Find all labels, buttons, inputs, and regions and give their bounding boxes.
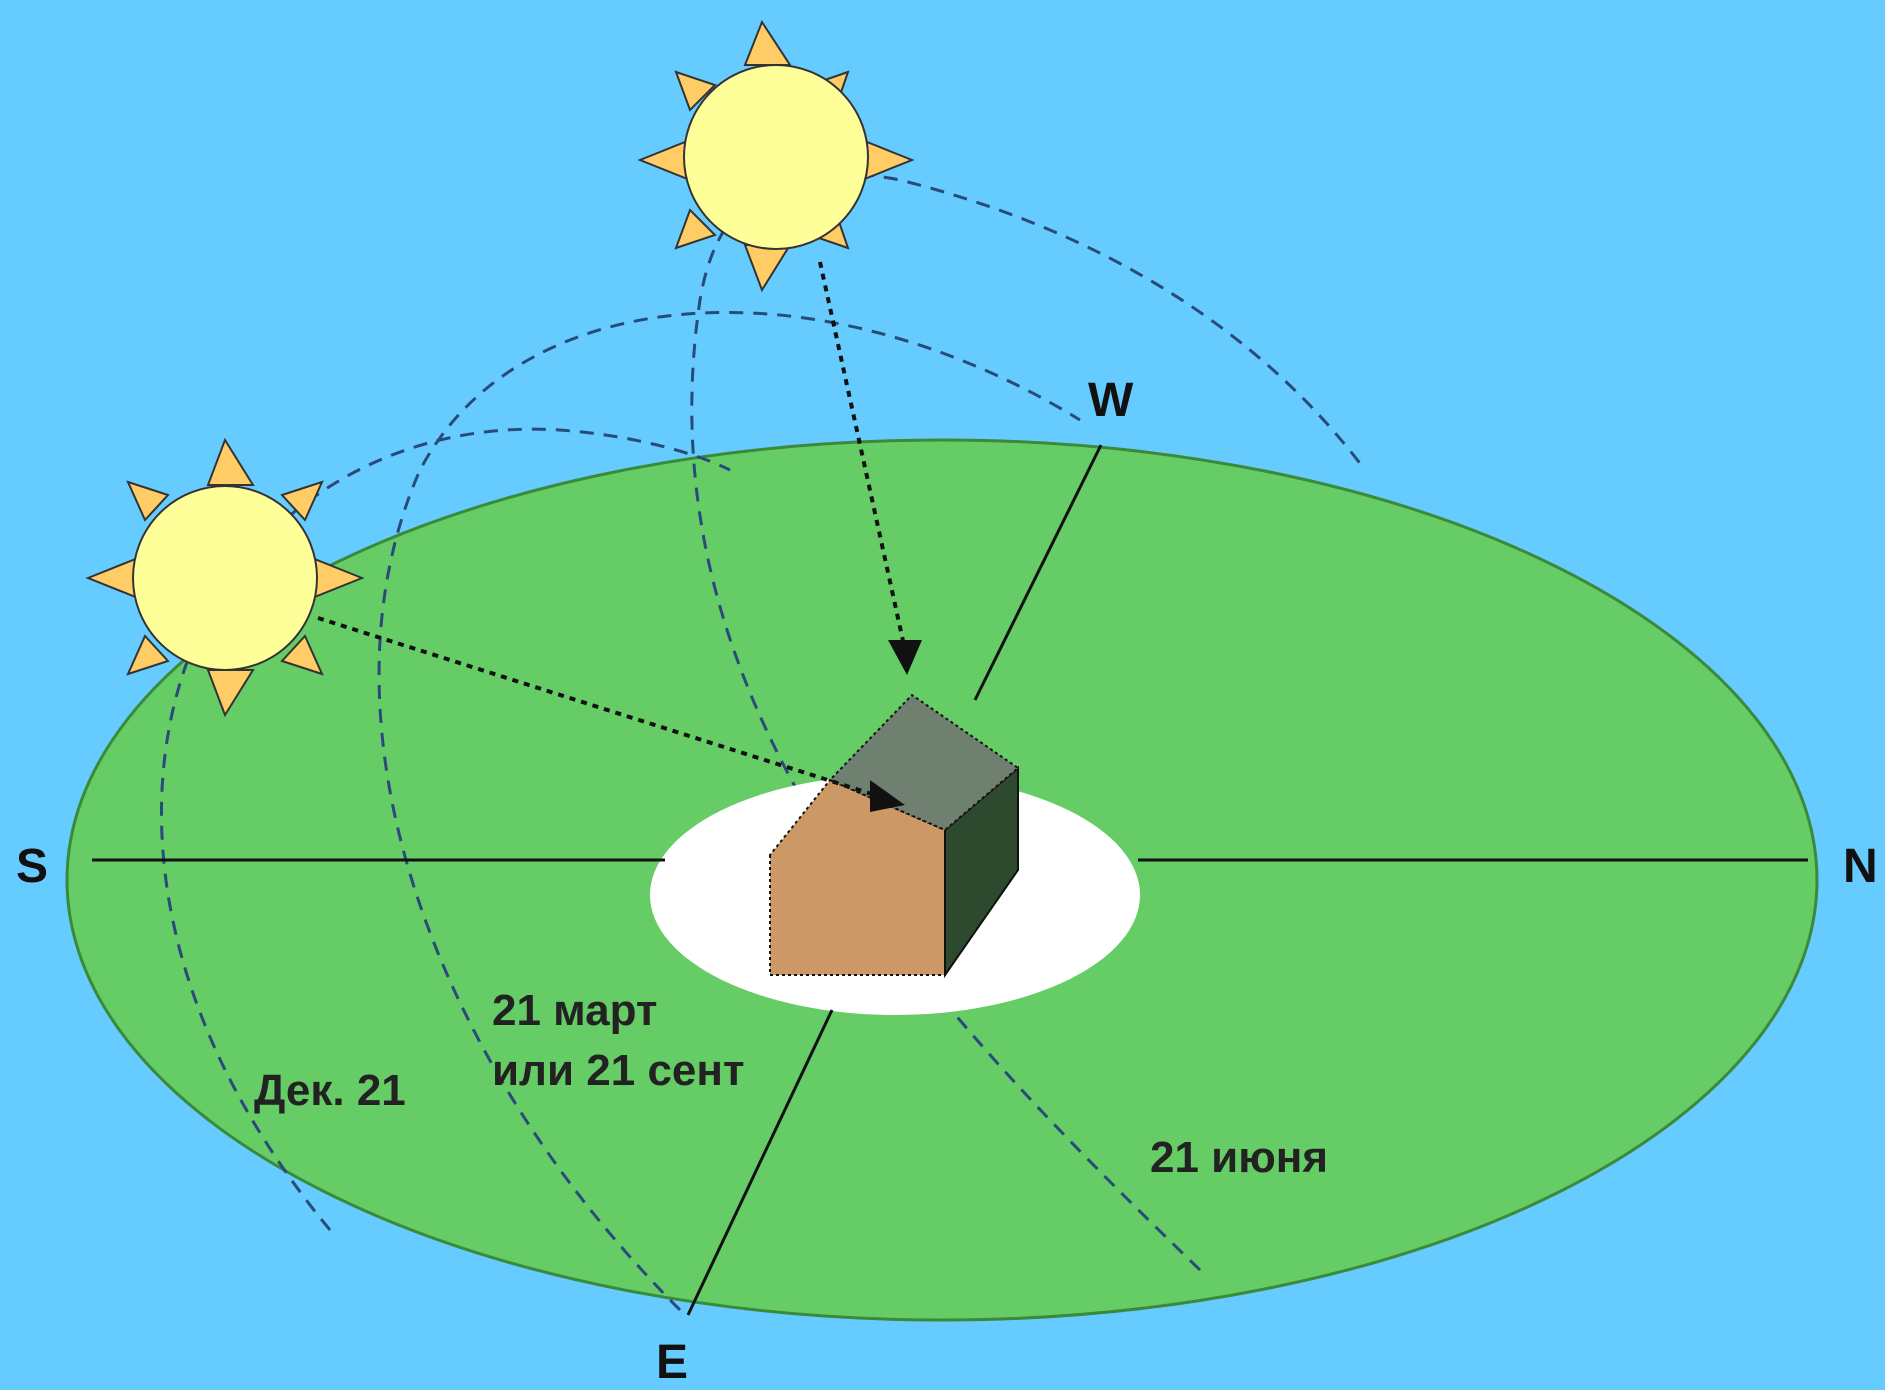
east-line bbox=[686, 1009, 834, 1316]
summer-ray-arrowhead bbox=[888, 640, 922, 675]
compass-lines bbox=[92, 444, 1808, 1316]
summer-sun-rays bbox=[637, 19, 915, 293]
compass-labels: S N W E bbox=[16, 374, 1878, 1389]
east-label: E bbox=[656, 1336, 688, 1385]
sun-icon bbox=[85, 437, 365, 718]
summer-sun-disc bbox=[683, 64, 869, 250]
winter-sun-disc bbox=[132, 485, 318, 671]
equinox-sun-path bbox=[377, 310, 1081, 1312]
house-side-wall bbox=[944, 765, 1019, 979]
winter-sun-ray bbox=[317, 616, 876, 797]
south-label: S bbox=[16, 840, 48, 893]
june-sun-path bbox=[690, 171, 1367, 1272]
sun-paths bbox=[159, 171, 1367, 1312]
equinox-label-line1: 21 март bbox=[492, 986, 657, 1035]
winter-ray-arrowhead bbox=[870, 780, 905, 812]
west-label: W bbox=[1088, 374, 1134, 427]
equinox-label-line2: или 21 сент bbox=[492, 1046, 745, 1095]
december-sun-path bbox=[159, 427, 731, 1231]
sun-icon bbox=[637, 19, 915, 293]
west-line bbox=[973, 444, 1103, 701]
path-labels: Дек. 21 21 март или 21 сент 21 июня bbox=[254, 986, 1328, 1182]
june-label: 21 июня bbox=[1150, 1133, 1328, 1182]
sun-ray-arrows bbox=[317, 261, 907, 797]
december-label: Дек. 21 bbox=[254, 1066, 406, 1115]
north-label: N bbox=[1843, 840, 1878, 893]
